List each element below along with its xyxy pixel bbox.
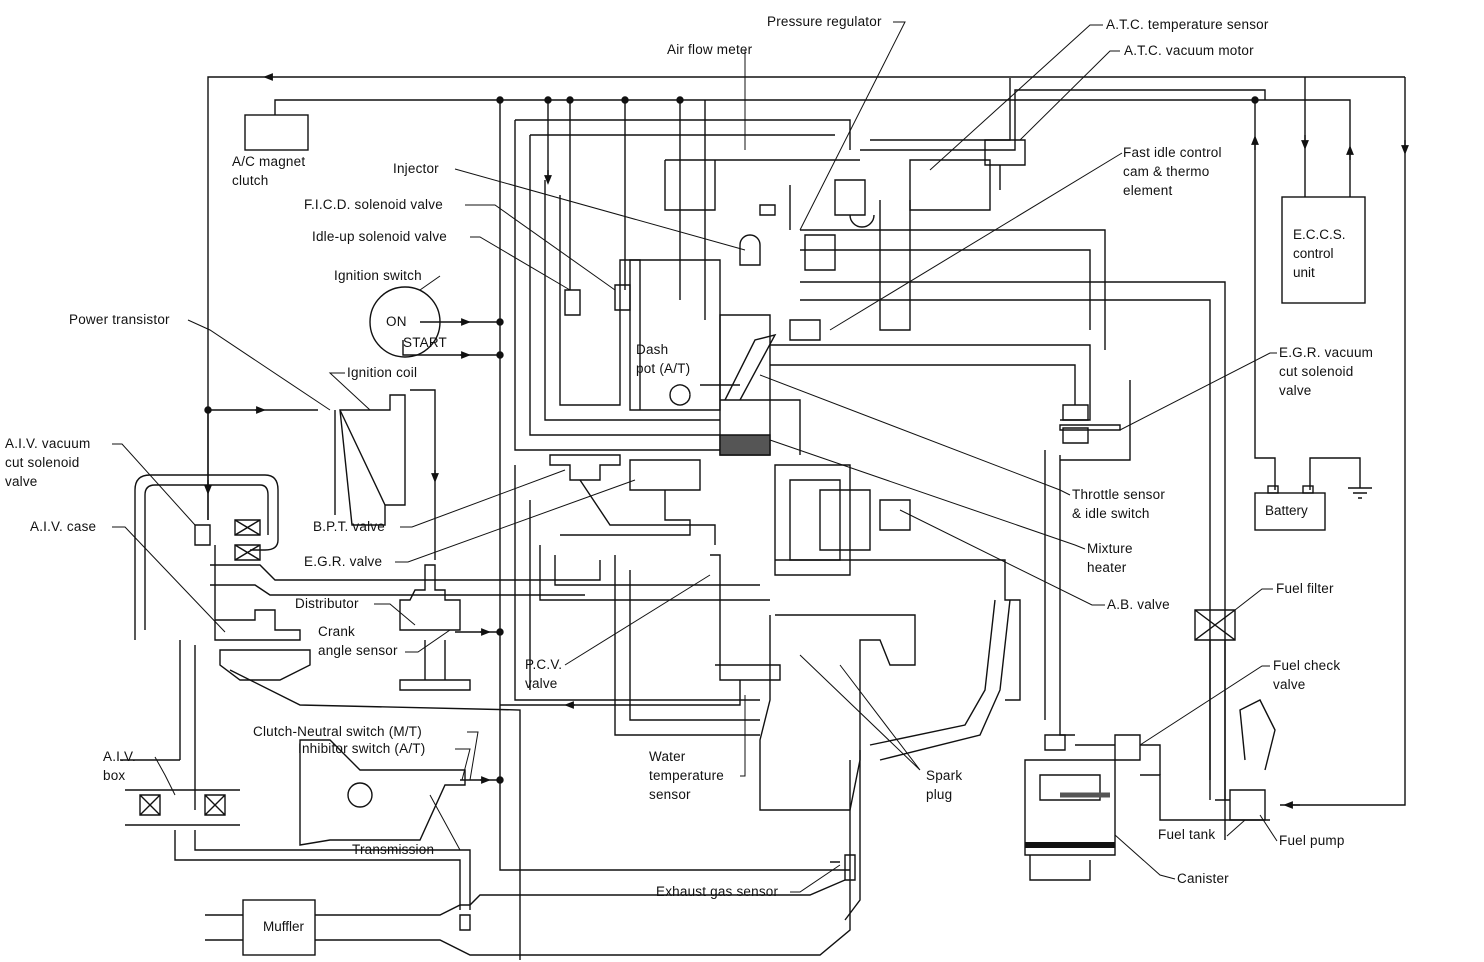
label-switch-on: ON <box>386 314 407 329</box>
label-crank-angle-sensor: Crank angle sensor <box>318 624 398 658</box>
label-ficd-solenoid-valve: F.I.C.D. solenoid valve <box>304 197 443 212</box>
label-ignition-switch: Ignition switch <box>334 268 422 283</box>
exhaust <box>205 750 861 956</box>
ignition-coil-shape <box>339 394 406 526</box>
label-ac-magnet-clutch: A/C magnet clutch <box>232 154 306 188</box>
label-pressure-regulator: Pressure regulator <box>767 14 882 29</box>
label-power-transistor: Power transistor <box>69 312 170 327</box>
battery-box <box>1254 492 1326 531</box>
aiv-system <box>120 474 521 960</box>
label-fuel-pump: Fuel pump <box>1279 833 1345 848</box>
label-switch-start: START <box>403 335 448 350</box>
label-transmission: Transmission <box>352 842 435 857</box>
label-ignition-coil: Ignition coil <box>347 365 418 380</box>
label-pcv-valve: P.C.V. valve <box>525 657 563 691</box>
label-ab-valve: A.B. valve <box>1107 597 1170 612</box>
label-muffler: Muffler <box>263 919 305 934</box>
ignition-switch-icon <box>369 286 441 358</box>
engine-block <box>210 78 1266 840</box>
label-dash-pot: Dash pot (A/T) <box>636 342 691 376</box>
fuel-system <box>1024 609 1276 881</box>
label-fast-idle-control: Fast idle control cam & thermo element <box>1123 145 1222 198</box>
muffler-box <box>242 899 316 956</box>
label-aiv-vacuum-cut-solenoid-valve: A.I.V. vacuum cut solenoid valve <box>5 436 91 489</box>
label-mixture-heater: Mixture heater <box>1087 541 1133 575</box>
label-idle-up-solenoid-valve: Idle-up solenoid valve <box>312 229 447 244</box>
eccs-control-unit-box <box>1281 196 1366 304</box>
label-aiv-case: A.I.V. case <box>30 519 97 534</box>
label-battery: Battery <box>1265 503 1308 518</box>
label-atc-temperature-sensor: A.T.C. temperature sensor <box>1106 17 1269 32</box>
wiring <box>204 73 1409 871</box>
label-inhibitor-switch: Inhibitor switch (A/T) <box>298 741 426 756</box>
label-fuel-filter: Fuel filter <box>1276 581 1334 596</box>
label-water-temperature-sensor: Water temperature sensor <box>649 749 724 802</box>
label-bpt-valve: B.P.T. valve <box>313 519 385 534</box>
label-clutch-neutral-switch: Clutch-Neutral switch (M/T) <box>253 724 422 739</box>
distributor-shape <box>399 564 461 631</box>
label-air-flow-meter: Air flow meter <box>667 42 753 57</box>
label-injector: Injector <box>393 161 439 176</box>
label-exhaust-gas-sensor: Exhaust gas sensor <box>656 884 779 899</box>
label-egr-vacuum-cut-solenoid-valve: E.G.R. vacuum cut solenoid valve <box>1279 345 1374 398</box>
ac-magnet-clutch-box <box>244 114 309 151</box>
label-fuel-check-valve: Fuel check valve <box>1273 658 1341 692</box>
label-canister: Canister <box>1177 871 1229 886</box>
label-distributor: Distributor <box>295 596 359 611</box>
label-atc-vacuum-motor: A.T.C. vacuum motor <box>1124 43 1254 58</box>
label-eccs-control-unit: E.C.C.S. control unit <box>1293 227 1346 280</box>
label-fuel-tank: Fuel tank <box>1158 827 1216 842</box>
transmission-shape <box>299 739 466 846</box>
injector-shape <box>739 234 761 266</box>
label-egr-valve: E.G.R. valve <box>304 554 383 569</box>
leader-lines <box>112 21 1278 893</box>
label-throttle-sensor: Throttle sensor & idle switch <box>1072 487 1166 521</box>
label-spark-plug: Spark plug <box>926 768 963 802</box>
label-aiv-box: A.I.V. box <box>103 749 136 783</box>
